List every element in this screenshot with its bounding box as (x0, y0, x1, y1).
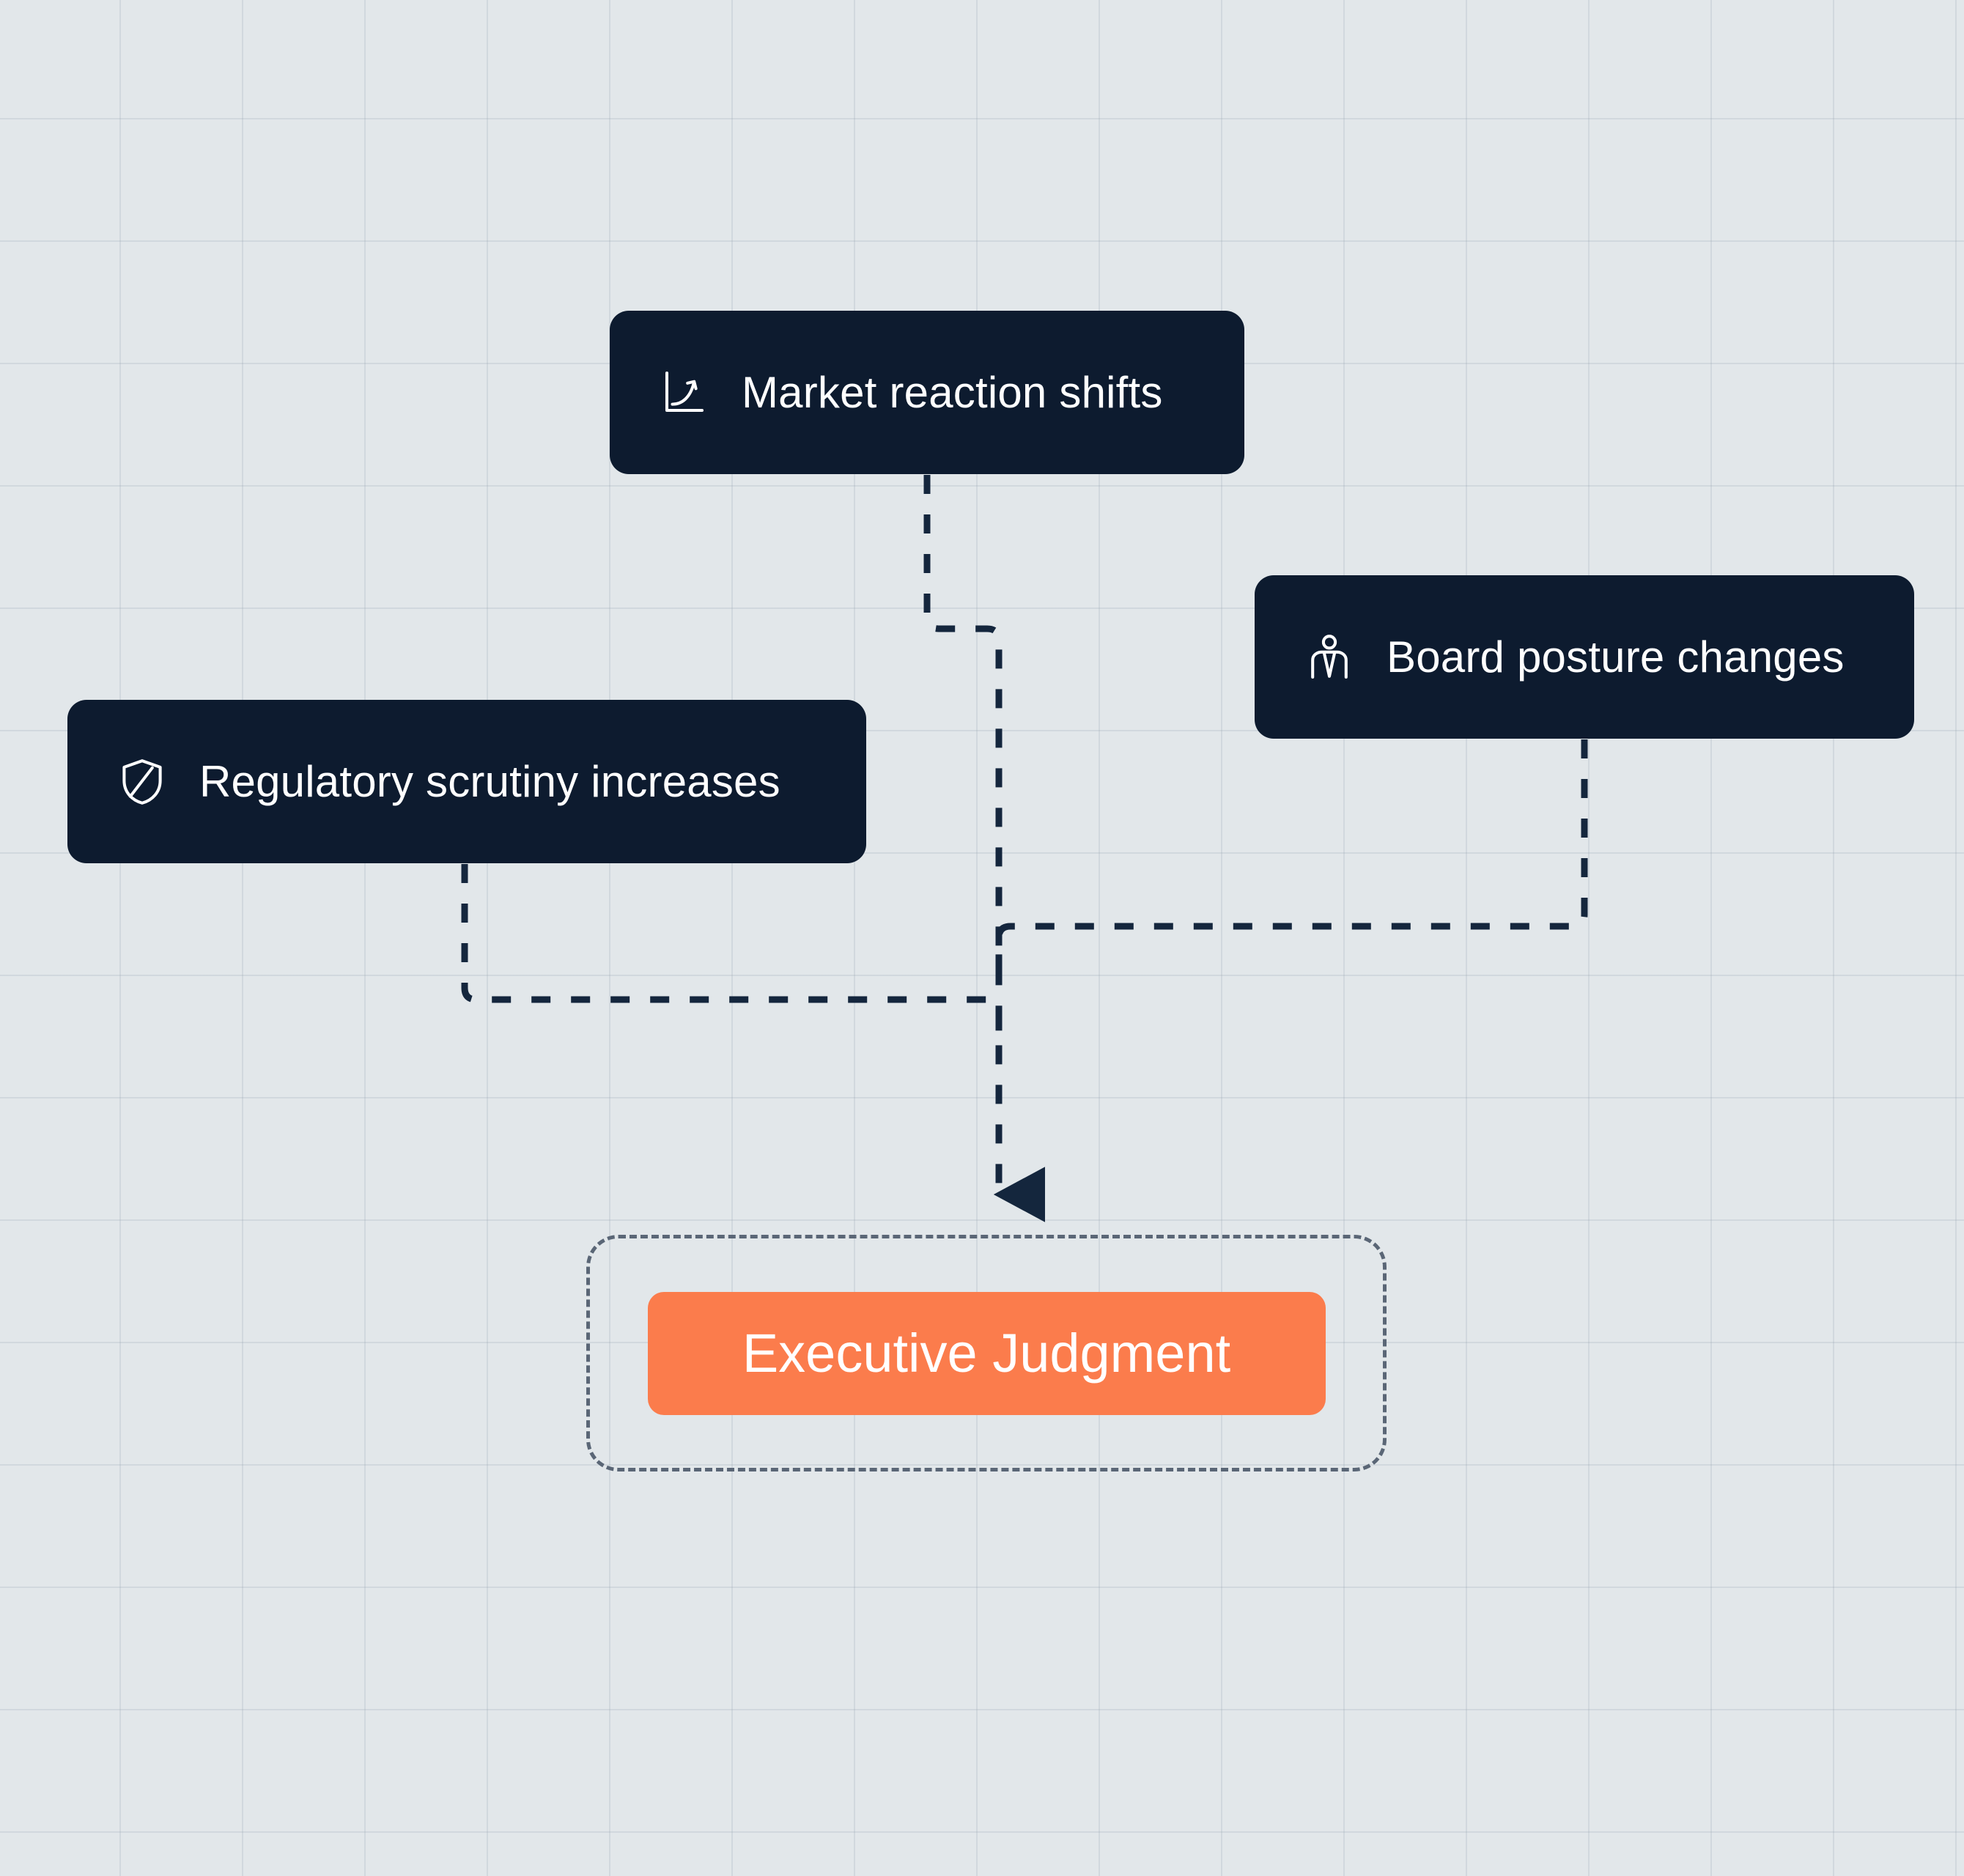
business-person-icon (1303, 631, 1356, 684)
edge-regulatory-to-decision (461, 864, 1003, 1048)
decision-label: Executive Judgment (742, 1323, 1231, 1384)
node-regulatory-scrutiny-increases[interactable]: Regulatory scrutiny increases (67, 700, 866, 863)
node-market-reaction-shifts[interactable]: Market reaction shifts (610, 311, 1244, 474)
trending-up-icon (658, 366, 711, 419)
node-label: Board posture changes (1387, 632, 1845, 682)
node-label: Regulatory scrutiny increases (199, 757, 780, 806)
edge-market-to-decision (923, 475, 1045, 1222)
shield-ban-icon (116, 756, 169, 808)
node-label: Market reaction shifts (742, 368, 1163, 417)
edge-board-to-decision (995, 739, 1588, 975)
decision-executive-judgment[interactable]: Executive Judgment (647, 1291, 1326, 1415)
decision-group-container: Executive Judgment (586, 1235, 1387, 1471)
node-board-posture-changes[interactable]: Board posture changes (1255, 575, 1914, 739)
